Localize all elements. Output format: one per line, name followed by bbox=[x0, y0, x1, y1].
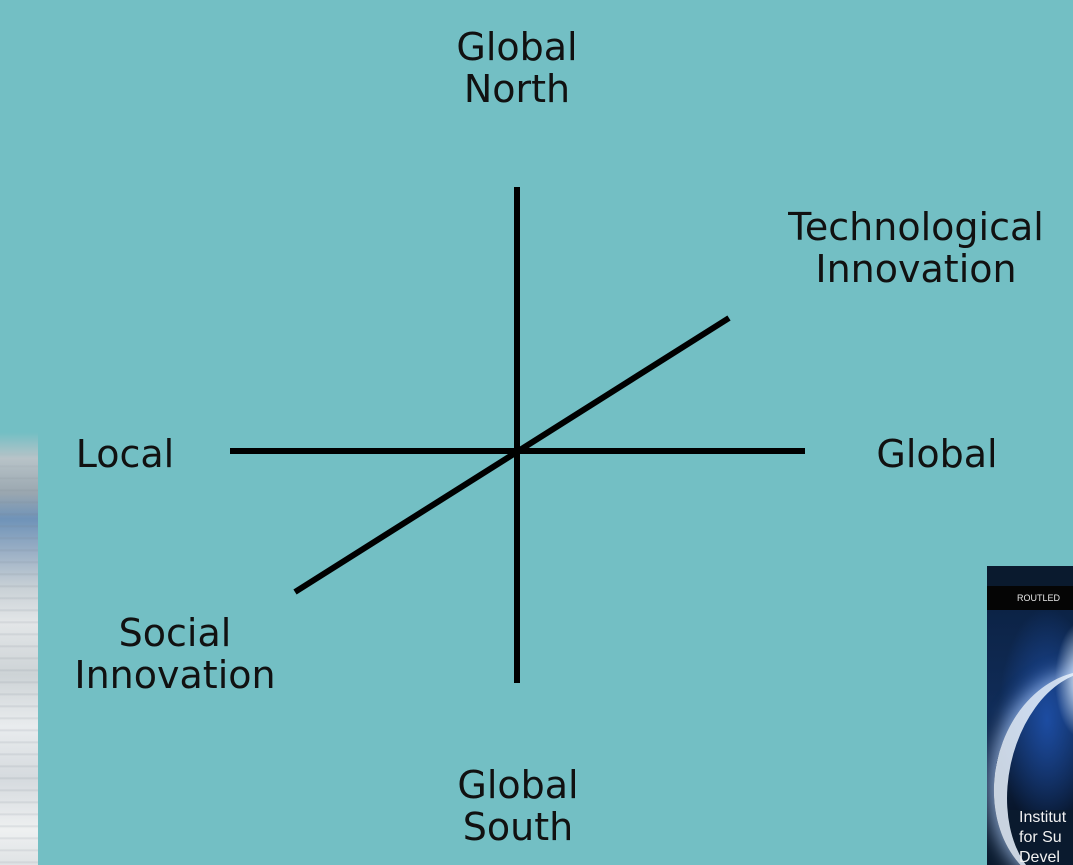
label-social-innovation: Social Innovation bbox=[74, 611, 276, 697]
book-cover-banner bbox=[987, 586, 1073, 610]
label-technological-innovation: Technological Innovation bbox=[788, 205, 1044, 291]
book-title-text: Institut for Su Devel bbox=[1019, 809, 1067, 865]
book-publisher-text: ROUTLED bbox=[1017, 593, 1061, 603]
label-global-north: Global North bbox=[456, 25, 578, 111]
label-local: Local bbox=[75, 432, 175, 476]
label-global-south: Global South bbox=[457, 763, 579, 849]
diagonal-axis-line bbox=[293, 315, 731, 595]
background-photo-strip bbox=[0, 0, 38, 865]
label-global: Global bbox=[876, 432, 998, 476]
book-cover-thumbnail: ROUTLED Institut for Su Devel bbox=[987, 566, 1073, 865]
book-cover-artwork bbox=[987, 610, 1073, 865]
